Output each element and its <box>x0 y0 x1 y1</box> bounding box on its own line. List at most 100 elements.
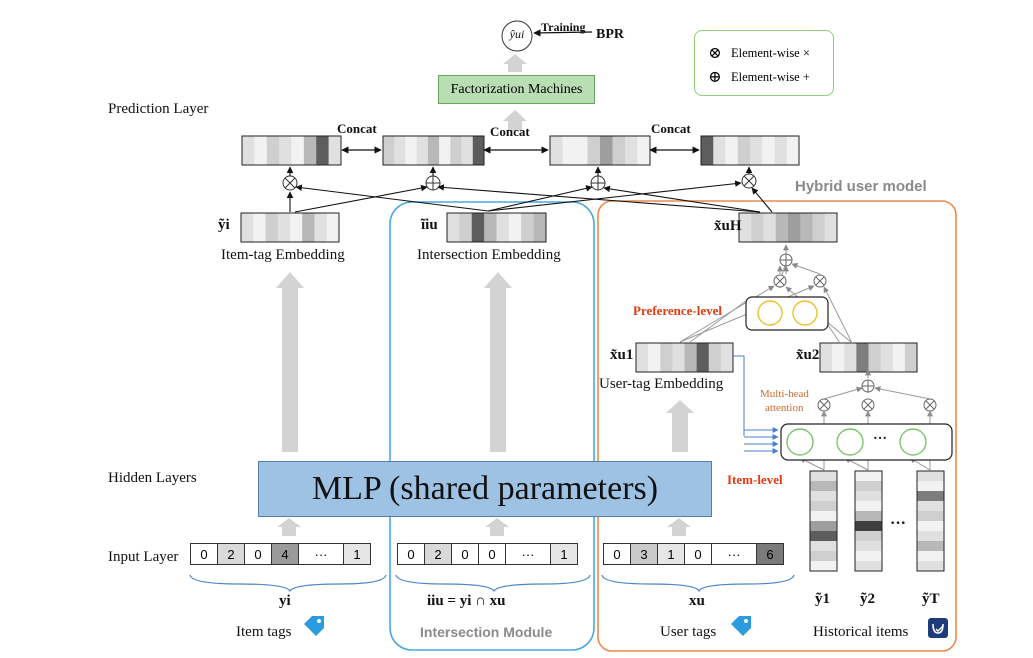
embedding-cell <box>855 521 882 532</box>
hybrid-user-embedding <box>738 212 838 243</box>
mlp-label: MLP (shared parameters) <box>311 470 659 507</box>
prediction-embedding <box>241 135 342 166</box>
mlp-box: MLP (shared parameters) <box>258 461 712 517</box>
embedding-cell <box>427 136 440 165</box>
embedding-cell <box>241 213 254 242</box>
preference-attention-unit <box>757 300 783 326</box>
embedding-border <box>635 342 734 373</box>
embedding-cell <box>855 471 882 482</box>
item-attention-unit <box>836 428 864 456</box>
embedding-cell <box>917 481 944 492</box>
item-input-symbol: yi <box>279 593 291 609</box>
input-cell: 6 <box>756 543 784 565</box>
concat-label-1: Concat <box>337 121 377 136</box>
embedding-cell <box>775 213 789 242</box>
embedding-cell <box>266 136 280 165</box>
embedding-cell <box>737 136 751 165</box>
intersection-embedding-symbol: ĩiu <box>421 217 438 233</box>
embedding-cell <box>892 343 906 372</box>
training-label: Training <box>541 20 586 34</box>
embedding-cell <box>810 541 837 552</box>
embedding-border <box>240 212 340 243</box>
factorization-machines-box: Factorization Machines <box>438 75 595 104</box>
input-cell: 2 <box>217 543 245 565</box>
embedding-cell <box>383 136 395 165</box>
embedding-cell <box>810 501 837 512</box>
embedding-cell <box>550 136 563 165</box>
item-attention-unit <box>899 428 927 456</box>
embedding-cell <box>291 136 305 165</box>
embedding-cell <box>416 136 429 165</box>
embedding-border <box>916 470 945 572</box>
input-layer-label: Input Layer <box>108 549 179 565</box>
embedding-cell <box>472 136 485 165</box>
input-cell: 2 <box>424 543 452 565</box>
embedding-border <box>854 470 883 572</box>
input-cell: ··· <box>505 543 551 565</box>
input-cell: 0 <box>190 543 218 565</box>
output-symbol: ŷui <box>509 27 525 41</box>
embedding-cell <box>600 136 613 165</box>
embedding-cell <box>810 511 837 522</box>
user-embedding-1-symbol: x̃u1 <box>610 347 634 363</box>
input-cell: 0 <box>397 543 425 565</box>
embedding-cell <box>575 136 588 165</box>
embedding-cell <box>713 136 726 165</box>
embedding-cell <box>648 343 661 372</box>
embedding-cell <box>917 491 944 502</box>
embedding-cell <box>751 213 764 242</box>
embedding-cell <box>459 213 473 242</box>
intersection-input-symbol: iiu = yi ∩ xu <box>427 593 506 609</box>
embedding-cell <box>917 551 944 562</box>
intersection-embedding-label: Intersection Embedding <box>417 247 561 263</box>
prediction-layer-label: Prediction Layer <box>108 101 209 117</box>
embedding-cell <box>637 136 651 165</box>
user-embedding-label: User-tag Embedding <box>599 376 724 392</box>
embedding-cell <box>855 551 882 562</box>
historical-item-vector <box>916 470 945 572</box>
embedding-cell <box>917 501 944 512</box>
embedding-cell <box>405 136 417 165</box>
embedding-cell <box>562 136 576 165</box>
embedding-cell <box>904 343 918 372</box>
embedding-cell <box>636 343 649 372</box>
user-tags-label: User tags <box>660 624 717 640</box>
hist-dots: ··· <box>890 515 907 532</box>
item-tag-input-vector: 0 2 0 4 ··· 1 <box>190 543 371 565</box>
embedding-cell <box>279 136 292 165</box>
output-node <box>501 20 533 52</box>
intersection-module-title: Intersection Module <box>420 624 553 640</box>
embedding-cell <box>290 213 303 242</box>
embedding-cell <box>725 136 739 165</box>
embedding-cell <box>810 551 837 562</box>
embedding-cell <box>587 136 601 165</box>
embedding-cell <box>316 136 329 165</box>
embedding-cell <box>832 343 845 372</box>
user-tag-embedding-1 <box>635 342 734 373</box>
embedding-cell <box>242 136 255 165</box>
embedding-cell <box>917 471 944 482</box>
tag-icon <box>304 616 324 636</box>
embedding-cell <box>660 343 673 372</box>
hidden-layers-label: Hidden Layers <box>108 470 197 486</box>
circle-times-icon: ⊗ <box>708 45 722 62</box>
intersection-embedding <box>446 212 547 243</box>
embedding-cell <box>450 136 462 165</box>
embedding-cell <box>484 213 497 242</box>
embedding-cell <box>856 343 869 372</box>
embedding-cell <box>820 343 833 372</box>
concat-label-3: Concat <box>651 121 691 136</box>
embedding-cell <box>314 213 328 242</box>
embedding-cell <box>855 511 882 522</box>
user-tag-embedding-2 <box>819 342 918 373</box>
embedding-cell <box>917 541 944 552</box>
embedding-cell <box>855 491 882 502</box>
embedding-bars <box>240 212 918 373</box>
legend-add-label: Element-wise + <box>731 69 810 84</box>
embedding-cell <box>812 213 826 242</box>
embedding-cell <box>855 541 882 552</box>
embedding-cell <box>844 343 857 372</box>
legend-mul-label: Element-wise × <box>731 45 810 60</box>
embedding-border <box>809 470 838 572</box>
